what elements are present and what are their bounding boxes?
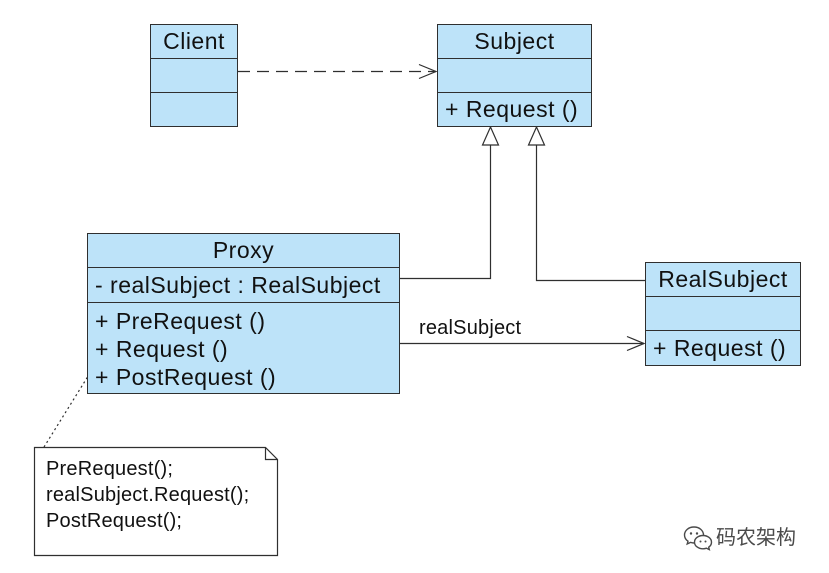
proxy-operation-postrequest: + PostRequest () — [95, 364, 277, 390]
proxy-class-name: Proxy — [212, 237, 275, 263]
subject-class-name: Subject — [474, 28, 555, 54]
proxy-operations-compartment: + PreRequest () + Request () + PostReque… — [88, 302, 399, 393]
association-proxy-to-realsubject — [400, 335, 646, 352]
watermark-text: 码农架构 — [716, 527, 796, 549]
generalization-proxy-to-subject — [400, 125, 500, 280]
realsubject-class-name: RealSubject — [658, 266, 788, 292]
generalization-triangle-arrowhead — [527, 125, 546, 146]
note-line-realsubject-request: realSubject.Request(); — [46, 484, 250, 506]
note-folded-corner — [264, 447, 278, 461]
note-body — [33, 446, 279, 557]
note-shape — [33, 446, 279, 557]
dependency-open-arrowhead — [418, 63, 438, 80]
association-open-arrowhead — [626, 335, 646, 352]
generalization-line-proxy — [400, 145, 492, 280]
proxy-attribute-realsubject: - realSubject : RealSubject — [88, 267, 399, 302]
subject-operation-request: + Request () — [438, 92, 591, 126]
association-role-label: realSubject — [419, 317, 522, 339]
realsubject-class: RealSubject + Request () — [645, 262, 801, 366]
client-class-name: Client — [163, 28, 225, 54]
wechat-icon — [683, 525, 713, 551]
generalization-triangle-arrowhead — [481, 125, 500, 146]
generalization-realsubject-to-subject — [527, 125, 645, 282]
note-line-postrequest: PostRequest(); — [46, 510, 183, 532]
subject-attributes-compartment — [438, 58, 591, 92]
proxy-class: Proxy - realSubject : RealSubject + PreR… — [87, 233, 400, 394]
proxy-operation-request: + Request () — [95, 336, 229, 362]
client-attributes-compartment — [151, 58, 237, 92]
note: PreRequest(); realSubject.Request(); Pos… — [34, 447, 278, 556]
realsubject-operation-request: + Request () — [646, 330, 800, 365]
generalization-line-realsubject — [535, 145, 645, 282]
realsubject-attributes-compartment — [646, 296, 800, 330]
client-operations-compartment — [151, 92, 237, 126]
dependency-client-to-subject — [238, 63, 438, 80]
client-class: Client — [150, 24, 238, 127]
subject-class: Subject + Request () — [437, 24, 592, 127]
note-line-prerequest: PreRequest(); — [46, 458, 174, 480]
proxy-operation-prerequest: + PreRequest () — [95, 308, 266, 334]
